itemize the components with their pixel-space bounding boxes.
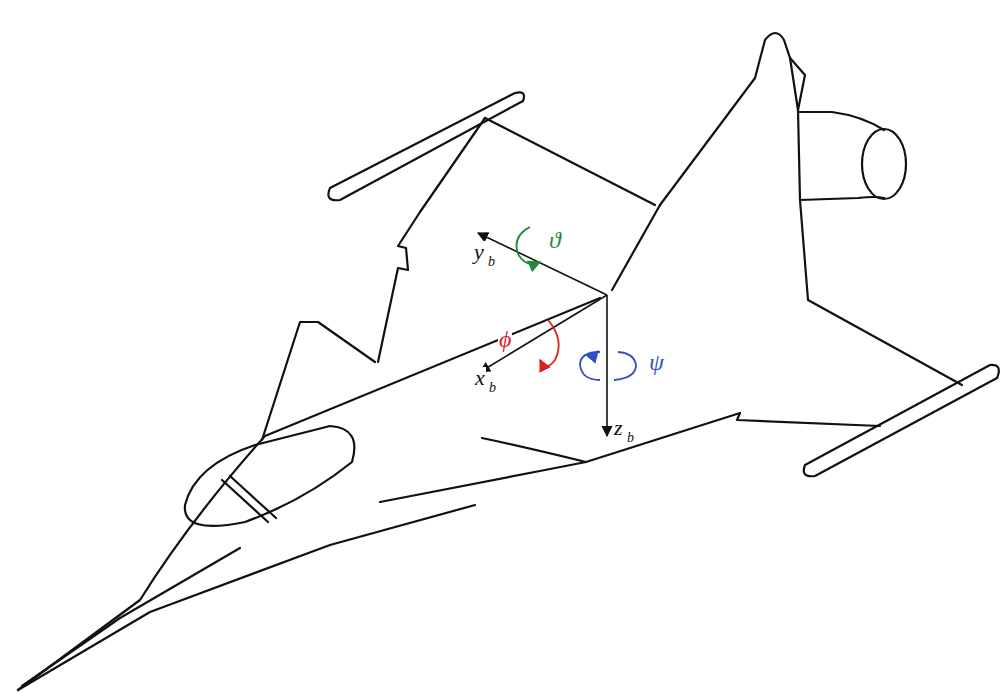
- axis-subscript: b: [487, 255, 496, 269]
- roll-rotation-arrow: [540, 320, 559, 366]
- axis-subscript: b: [626, 431, 635, 445]
- axis-subscript: b: [488, 381, 497, 395]
- axis-name: x: [474, 367, 486, 389]
- axis-name: z: [613, 417, 624, 439]
- airframe-outline: [18, 33, 999, 690]
- pitch-rotation-arrow: [517, 227, 541, 264]
- yaw-arrowhead: [592, 351, 598, 358]
- roll-angle-symbol: ϕ: [498, 327, 512, 351]
- pitch-angle-symbol: ϑ: [548, 228, 562, 252]
- yaw-rotation-arrow: [580, 352, 636, 380]
- body-axes: [478, 233, 607, 436]
- yaw-angle-symbol: ψ: [648, 350, 665, 374]
- axis-name: y: [473, 241, 485, 263]
